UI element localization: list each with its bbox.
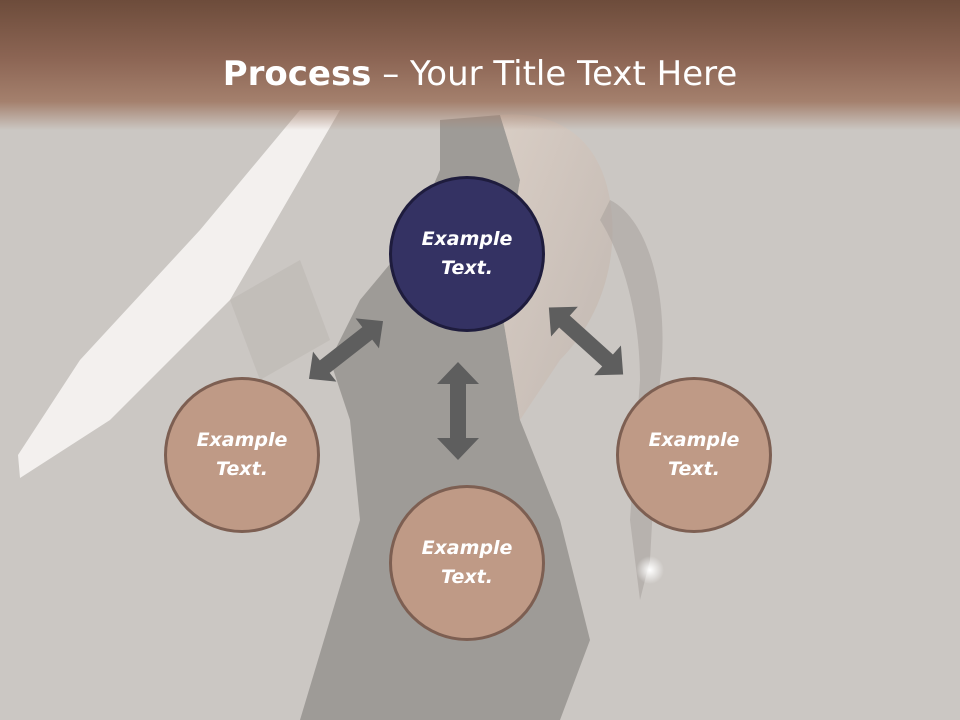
node-bottom-line1: Example — [421, 537, 513, 559]
node-left-line1: Example — [196, 429, 288, 451]
title-rest: – Your Title Text Here — [371, 54, 738, 94]
node-right-line1: Example — [648, 429, 740, 451]
node-bottom-line2: Text. — [441, 566, 493, 588]
node-right-line2: Text. — [668, 458, 720, 480]
title-bold: Process — [222, 54, 372, 94]
slide-title[interactable]: Process – Your Title Text Here — [0, 52, 960, 96]
title-band — [0, 0, 960, 130]
node-top-line1: Example — [421, 228, 513, 250]
node-top-line2: Text. — [441, 257, 493, 279]
node-left-line2: Text. — [216, 458, 268, 480]
